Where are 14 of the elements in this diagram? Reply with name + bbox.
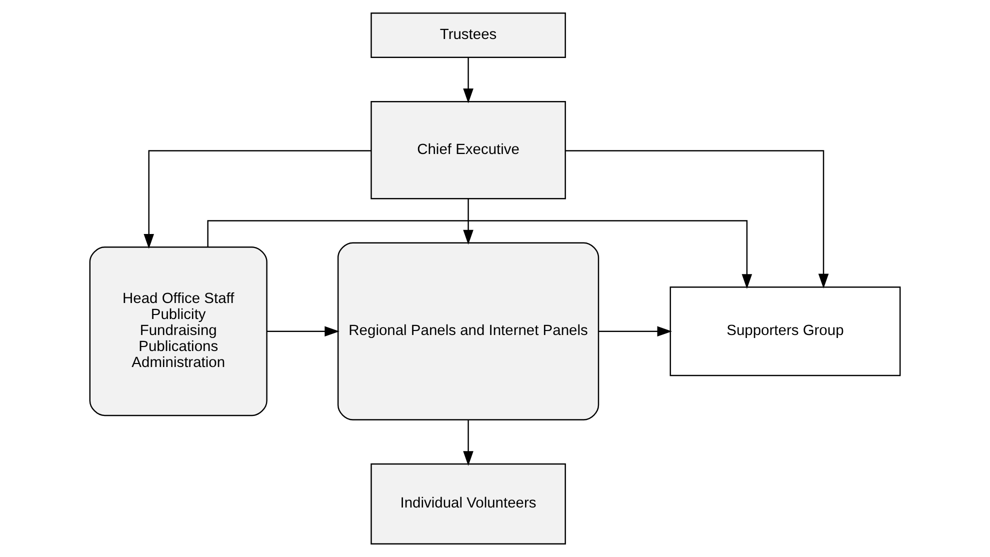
node-box: Trustees — [370, 12, 566, 58]
node-box: Individual Volunteers — [370, 463, 566, 544]
arrow — [207, 220, 752, 289]
arrow — [598, 326, 672, 336]
node-box: Supporters Group — [670, 286, 901, 376]
arrow — [565, 150, 829, 289]
arrow — [266, 326, 340, 336]
arrow — [144, 150, 372, 249]
node-box: Regional Panels and Internet Panels — [337, 242, 600, 420]
arrow — [463, 198, 474, 245]
arrow — [463, 420, 474, 466]
node-box: Head Office Staff Publicity Fundraising Publications Administration — [89, 246, 268, 416]
arrow — [463, 57, 474, 104]
node-box: Chief Executive — [370, 100, 566, 200]
